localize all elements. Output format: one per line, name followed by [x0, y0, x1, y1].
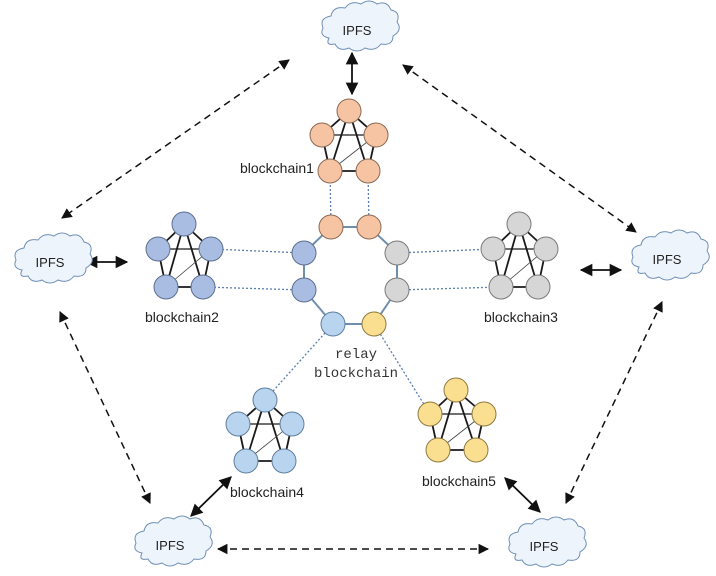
cluster-node	[443, 377, 469, 403]
cluster-node	[153, 274, 179, 300]
cloud-icon	[14, 232, 93, 284]
relay-link-dotted	[264, 323, 334, 401]
cluster-node	[225, 411, 251, 437]
ipfs-top: IPFS	[321, 0, 400, 52]
blockchain3-label: blockchain3	[484, 309, 558, 325]
ipfs-link-arrow	[565, 301, 663, 504]
ipfs-label: IPFS	[530, 539, 559, 554]
ipfs-left: IPFS	[14, 232, 93, 284]
blockchain1-label: blockchain1	[240, 160, 314, 176]
relay-node	[356, 214, 382, 240]
cluster-node	[252, 387, 278, 413]
ipfs-right: IPFS	[631, 229, 710, 281]
cluster-node	[336, 98, 362, 124]
cloud-icon	[321, 0, 400, 52]
cluster-node	[425, 437, 451, 463]
blockchain5-label: blockchain5	[422, 473, 496, 489]
blockchain4-cluster	[225, 387, 305, 474]
ipfs-label: IPFS	[653, 252, 682, 267]
cluster-node	[471, 401, 497, 427]
cluster-node	[533, 236, 559, 262]
cluster-node	[463, 437, 489, 463]
cluster-node	[190, 274, 216, 300]
cluster-node	[355, 158, 381, 184]
storage-link-arrow	[504, 477, 541, 513]
cluster-node	[317, 158, 343, 184]
cluster-node	[525, 274, 551, 300]
blockchain3-cluster	[480, 211, 559, 300]
relay-link-dotted	[210, 248, 305, 254]
cluster-node	[271, 448, 297, 474]
cluster-node	[417, 401, 443, 427]
ipfs-link-arrow	[402, 64, 637, 233]
ipfs-label: IPFS	[343, 23, 372, 38]
relay-link-dotted	[396, 286, 502, 291]
blockchain2-cluster	[145, 211, 224, 300]
cluster-node	[233, 448, 259, 474]
ipfs-bottom-right: IPFS	[508, 516, 587, 568]
cluster-node	[309, 122, 335, 148]
relay-node	[384, 277, 410, 303]
cluster-node	[480, 236, 506, 262]
cluster-node	[363, 122, 389, 148]
cluster-node	[171, 211, 197, 237]
relay-link-dotted	[396, 248, 494, 254]
relay-link-dotted	[202, 286, 305, 291]
cloud-icon	[134, 515, 213, 567]
relay-node	[318, 214, 344, 240]
relay-node	[384, 240, 410, 266]
relay-label-line2: blockchain	[314, 366, 398, 382]
storage-link-arrow	[190, 476, 232, 517]
cluster-node	[279, 411, 305, 437]
ipfs-link-arrow	[59, 311, 151, 504]
relay-node	[291, 240, 317, 266]
ipfs-bottom-left: IPFS	[134, 515, 213, 567]
cloud-icon	[508, 516, 587, 568]
ipfs-label: IPFS	[36, 255, 65, 270]
ipfs-link-arrow	[61, 59, 290, 219]
relay-node	[291, 277, 317, 303]
cloud-icon	[631, 229, 710, 281]
cluster-node	[506, 211, 532, 237]
relay-label-line1: relay	[335, 347, 377, 363]
relay-link-dotted	[373, 323, 431, 415]
blockchain5-cluster	[417, 377, 497, 463]
cluster-node	[198, 236, 224, 262]
blockchain2-label: blockchain2	[145, 309, 219, 325]
ipfs-label: IPFS	[156, 538, 185, 553]
cluster-node	[488, 274, 514, 300]
blockchain4-label: blockchain4	[230, 484, 304, 500]
blockchain1-cluster	[309, 98, 389, 184]
relay-node	[320, 311, 346, 337]
cluster-node	[145, 236, 171, 262]
relay-node	[361, 311, 387, 337]
